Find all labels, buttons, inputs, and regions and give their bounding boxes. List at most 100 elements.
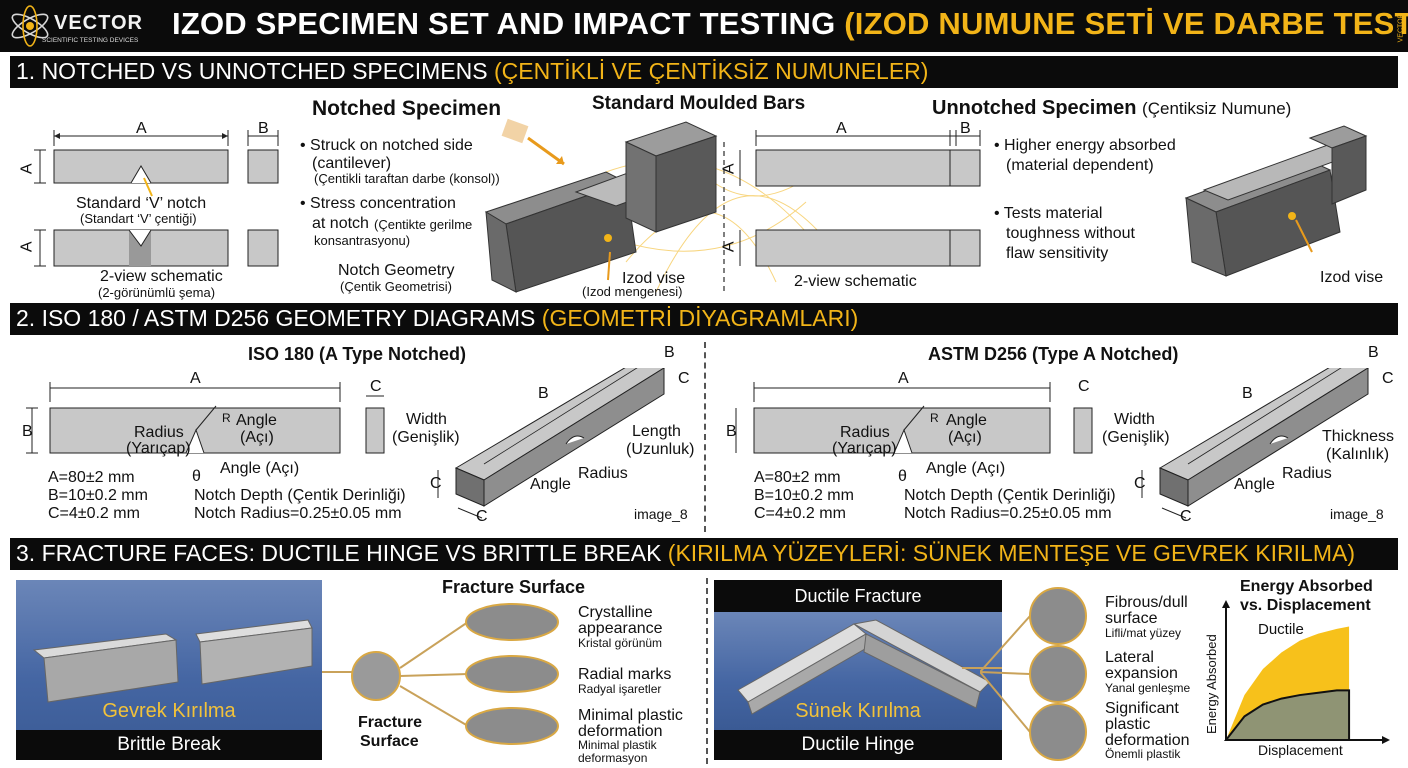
- dim-a-vertical-2: A: [18, 241, 36, 253]
- iso-angle-tr: (Açı): [240, 429, 274, 446]
- ductile-feature-3c: deformation: [1105, 732, 1190, 749]
- ductile-feature-1b: surface: [1105, 610, 1158, 627]
- dim-a-vertical: A: [18, 163, 36, 175]
- atom-icon: [11, 5, 49, 47]
- astm-3d-angle: Angle: [1234, 476, 1275, 493]
- iso-dim-c: C=4±0.2 mm: [48, 505, 140, 522]
- ductile-feature-1-tr: Lifli/mat yüzey: [1105, 626, 1182, 640]
- iso-3d-c-side: C: [430, 475, 442, 492]
- iso-length: Length: [632, 423, 681, 440]
- iso-r-mark: R: [222, 411, 231, 425]
- astm-r-mark: R: [930, 411, 939, 425]
- fracture-surface-title: Fracture Surface: [442, 577, 586, 597]
- iso-c: C: [370, 378, 382, 395]
- astm-heading: ASTM D256 (Type A Notched): [928, 344, 1179, 364]
- fracture-surface-diagram: [322, 603, 559, 745]
- ductile-feature-2: Lateral: [1105, 649, 1154, 666]
- astm-3d-b: B: [1242, 385, 1253, 402]
- fracture-surface-side: Fracture: [358, 714, 423, 731]
- chart-xlabel: Displacement: [1258, 742, 1343, 758]
- notched-bullet-2-tr2: konsantrasyonu): [314, 233, 411, 248]
- unnotched-bullet-2: • Tests material: [994, 205, 1103, 222]
- iso-notch-radius: Notch Radius=0.25±0.05 mm: [194, 505, 402, 522]
- astm-3d-c-side: C: [1134, 475, 1146, 492]
- section-3-title-tr: (KIRILMA YÜZEYLERİ: SÜNEK MENTEŞE VE GEV…: [667, 540, 1355, 566]
- unnotched-vise-illustration: [1184, 125, 1368, 277]
- iso-notch-depth: Notch Depth (Çentik Derinliği): [194, 487, 406, 504]
- astm-angle-2: Angle (Açı): [926, 460, 1006, 477]
- brittle-feature-1: Crystalline: [578, 604, 653, 621]
- schematic-label-tr: (2-görünümlü şema): [98, 285, 216, 300]
- section-1-title: 1. NOTCHED VS UNNOTCHED SPECIMENS: [16, 58, 488, 84]
- fracture-surface-side-2: Surface: [360, 733, 419, 750]
- iso-image-ref: image_8: [634, 506, 688, 522]
- ductile-specimen: [737, 619, 1002, 715]
- notched-bullet-1: • Struck on notched side: [300, 137, 473, 154]
- notch-label-tr: (Standart ‘V’ çentiği): [80, 211, 197, 226]
- unnotched-dim-a-vertical-2: A: [720, 241, 738, 253]
- astm-a: A: [898, 370, 909, 387]
- astm-thickness: Thickness: [1322, 428, 1395, 445]
- unnotched-bullet-2b: toughness without: [1006, 225, 1135, 242]
- astm-notch-depth: Notch Depth (Çentik Derinliği): [904, 487, 1116, 504]
- astm-diagram: [735, 368, 1369, 519]
- ductile-top-label: Ductile Fracture: [794, 586, 922, 606]
- iso-angle-2: Angle (Açı): [220, 460, 300, 477]
- section-2-title: 2. ISO 180 / ASTM D256 GEOMETRY DIAGRAMS: [16, 305, 536, 331]
- iso-radius: Radius: [134, 424, 184, 441]
- iso-width-tr: (Genişlik): [392, 429, 460, 446]
- unnotched-title: Unnotched Specimen (Çentiksiz Numune): [932, 97, 1291, 119]
- unnotched-dim-a: A: [836, 120, 847, 137]
- astm-thickness-tr: (Kalınlık): [1326, 446, 1390, 463]
- ductile-surface-diagram: [980, 587, 1087, 761]
- izod-vise-label-2: Izod vise: [1320, 269, 1384, 286]
- ductile-feature-3-tr: Önemli plastik: [1105, 747, 1181, 761]
- unnotched-bullet-1: • Higher energy absorbed: [994, 137, 1176, 154]
- iso-radius-tr: (Yarıçap): [126, 440, 191, 457]
- astm-3d-radius: Radius: [1282, 465, 1332, 482]
- astm-angle: Angle: [946, 412, 987, 429]
- notched-bullet-2b: at notch: [312, 215, 369, 232]
- y-axis-arrow: [1222, 600, 1230, 608]
- ductile-feature-2-tr: Yanal genleşme: [1105, 681, 1191, 695]
- section-2-title-tr: (GEOMETRİ DİYAGRAMLARI): [541, 305, 859, 331]
- chart-subtitle: vs. Displacement: [1240, 597, 1371, 614]
- section-1-header: 1. NOTCHED VS UNNOTCHED SPECIMENS (ÇENTİ…: [10, 56, 1398, 88]
- izod-vise-label: Izod vise: [622, 270, 686, 287]
- brittle-feature-3-tr: Minimal plastik: [578, 738, 657, 752]
- astm-3d-b-top: B: [1368, 344, 1379, 361]
- astm-dim-a: A=80±2 mm: [754, 469, 841, 486]
- unnotched-bullet-2c: flaw sensitivity: [1006, 245, 1109, 262]
- brittle-photo: Gevrek Kırılma Brittle Break: [16, 580, 322, 760]
- ductile-label-tr: Sünek Kırılma: [795, 700, 921, 722]
- unnotched-schematic-label: 2-view schematic: [794, 273, 917, 290]
- brittle-feature-3b: deformation: [578, 723, 663, 740]
- series-label-ductile: Ductile: [1258, 621, 1304, 638]
- notched-bullet-2: • Stress concentration: [300, 195, 456, 212]
- iso-theta: θ: [192, 468, 201, 485]
- schematic-label: 2-view schematic: [100, 268, 223, 285]
- section-3-divider: [706, 578, 708, 764]
- iso-3d-c-bottom: C: [476, 508, 488, 525]
- section-1-title-tr: (ÇENTİKLİ VE ÇENTİKSİZ NUMUNELER): [493, 58, 929, 84]
- iso-dim-b: B=10±0.2 mm: [48, 487, 148, 504]
- notched-title: Notched Specimen: [312, 97, 502, 120]
- ductile-feature-3: Significant: [1105, 700, 1179, 717]
- chart-ylabel: Energy Absorbed: [1204, 634, 1219, 734]
- astm-b: B: [726, 423, 737, 440]
- notched-bullet-1-tr: (Çentikli taraftan darbe (konsol)): [314, 171, 500, 186]
- iso-3d-b-top: B: [664, 344, 675, 361]
- brittle-feature-2: Radial marks: [578, 666, 672, 683]
- moulded-title: Standard Moulded Bars: [592, 93, 806, 114]
- iso-length-tr: (Uzunluk): [626, 441, 695, 458]
- ductile-feature-1: Fibrous/dull: [1105, 594, 1188, 611]
- astm-dim-b: B=10±0.2 mm: [754, 487, 854, 504]
- iso-3d-angle: Angle: [530, 476, 571, 493]
- unnotched-schematic: [739, 130, 981, 267]
- iso-width: Width: [406, 411, 447, 428]
- astm-radius: Radius: [840, 424, 890, 441]
- unnotched-title-tr: (Çentiksiz Numune): [1142, 99, 1292, 118]
- astm-theta: θ: [898, 468, 907, 485]
- astm-width: Width: [1114, 411, 1155, 428]
- iso-angle: Angle: [236, 412, 277, 429]
